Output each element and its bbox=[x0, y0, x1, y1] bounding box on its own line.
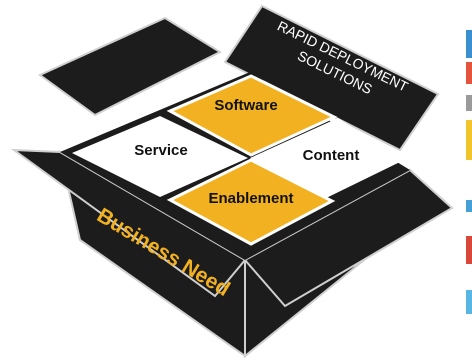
edge-strip-yellow bbox=[466, 120, 472, 160]
quadrant-top-tile bbox=[166, 74, 338, 157]
edge-strip-blue bbox=[466, 30, 472, 58]
quadrant-left-tile bbox=[72, 116, 248, 197]
edge-strip-sky bbox=[466, 290, 472, 314]
edge-strip-gray bbox=[466, 95, 472, 111]
back-left-flap bbox=[38, 16, 223, 117]
edge-strip-red bbox=[466, 62, 472, 84]
edge-strip-lightblue bbox=[466, 200, 472, 212]
back-right-flap bbox=[223, 4, 440, 152]
quadrant-bottom-label: Enablement bbox=[208, 190, 293, 207]
quadrant-left-label: Service bbox=[134, 142, 187, 159]
quadrant-right-label: Content bbox=[303, 147, 360, 164]
quadrant-bottom-tile bbox=[166, 158, 336, 246]
edge-strip-red-2 bbox=[466, 236, 472, 264]
quadrant-top-label: Software bbox=[214, 97, 277, 114]
